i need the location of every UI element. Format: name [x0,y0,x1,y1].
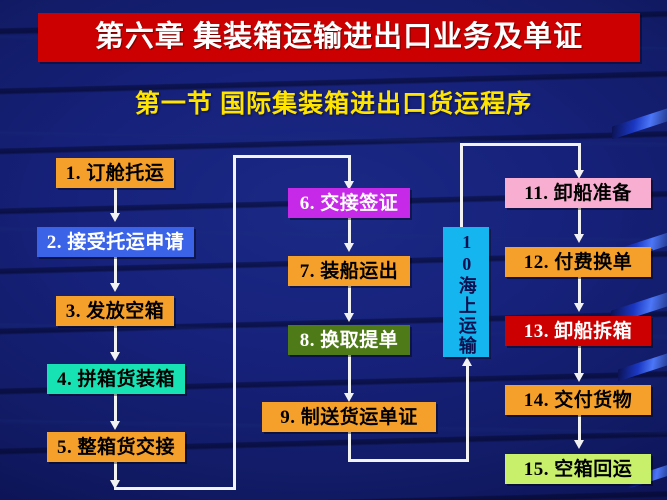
arrowhead-into-15 [574,440,584,449]
slide-title-text: 第六章 集装箱运输进出口业务及单证 [94,21,584,53]
flow-step-14-label: 14. 交付货物 [523,389,633,411]
flow-step-11-label: 11. 卸船准备 [524,182,632,204]
connector-6-to-7 [348,218,351,247]
flow-step-6-label: 6. 交接签证 [299,192,399,214]
flow-step-13-label: 13. 卸船拆箱 [523,320,633,342]
connector-12-to-13 [578,277,581,307]
arrowhead-into-5 [110,421,120,430]
flow-step-3[interactable]: 3. 发放空箱 [56,296,174,326]
connector-14-to-15 [578,415,581,444]
flow-step-9-label: 9. 制送货运单证 [280,406,418,428]
flow-step-14[interactable]: 14. 交付货物 [505,385,651,415]
arrowhead-into-8 [344,313,354,322]
connector-1-to-2 [114,188,117,217]
connector-9-to-10-rail [348,459,469,462]
flow-step-8-label: 8. 换取提单 [299,329,399,351]
flow-step-9[interactable]: 9. 制送货运单证 [262,402,436,432]
connector-into-10 [466,366,469,461]
arrowhead-into-9 [344,393,354,402]
connector-10-to-11-rail [460,143,581,146]
slide-subtitle: 第一节 国际集装箱进出口货运程序 [0,84,667,120]
flow-step-4[interactable]: 4. 拼箱货装箱 [47,364,185,394]
connector-13-to-14 [578,346,581,377]
arrowhead-bottom-left [110,480,120,489]
arrowhead-into-2 [110,213,120,222]
flow-step-2-label: 2. 接受托运申请 [46,231,185,253]
flow-step-6[interactable]: 6. 交接签证 [288,188,410,218]
connector-8-to-9 [348,355,351,397]
flow-step-3-label: 3. 发放空箱 [65,300,165,322]
connector-into-11 [578,143,581,174]
arrowhead-into-14 [574,373,584,382]
flow-step-10-label: 10海上运输 [456,232,477,356]
flow-step-11[interactable]: 11. 卸船准备 [505,178,651,208]
arrowhead-into-7 [344,243,354,252]
connector-9-down [348,432,351,462]
flow-step-15-label: 15. 空箱回运 [523,458,633,480]
connector-3-to-4 [114,326,117,356]
flow-step-8[interactable]: 8. 换取提单 [288,325,410,355]
arrowhead-into-13 [574,303,584,312]
arrowhead-into-11 [574,170,584,179]
flow-step-4-label: 4. 拼箱货装箱 [56,368,175,390]
connector-11-to-12 [578,208,581,238]
flow-step-12[interactable]: 12. 付费换单 [505,247,651,277]
connector-2-to-3 [114,257,117,287]
arrowhead-into-10 [462,357,472,366]
flow-step-1-label: 1. 订舱托运 [65,162,165,184]
flow-step-13[interactable]: 13. 卸船拆箱 [505,316,651,346]
flow-step-10[interactable]: 10海上运输 [443,227,489,357]
flow-step-5-label: 5. 整箱货交接 [56,436,175,458]
flow-step-7[interactable]: 7. 装船运出 [288,256,410,286]
flow-step-7-label: 7. 装船运出 [299,260,399,282]
connector-7-to-8 [348,286,351,317]
flow-step-1[interactable]: 1. 订舱托运 [56,158,174,188]
slide-title-banner: 第六章 集装箱运输进出口业务及单证 [38,13,640,62]
flow-step-15[interactable]: 15. 空箱回运 [505,454,651,484]
connector-bottom-rail-left [114,487,236,490]
connector-5-down [114,462,117,484]
flow-step-2[interactable]: 2. 接受托运申请 [37,227,194,257]
connector-right-riser-left-column [233,156,236,490]
connector-4-to-5 [114,394,117,425]
arrowhead-into-12 [574,234,584,243]
connector-into-6 [348,155,351,185]
flow-step-5[interactable]: 5. 整箱货交接 [47,432,185,462]
connector-10-up [460,143,463,233]
arrowhead-into-4 [110,352,120,361]
flow-step-12-label: 12. 付费换单 [523,251,633,273]
arrowhead-into-6 [344,181,354,190]
arrowhead-into-3 [110,283,120,292]
connector-top-rail-to-6 [233,155,351,158]
slide-subtitle-text: 第一节 国际集装箱进出口货运程序 [134,91,533,118]
